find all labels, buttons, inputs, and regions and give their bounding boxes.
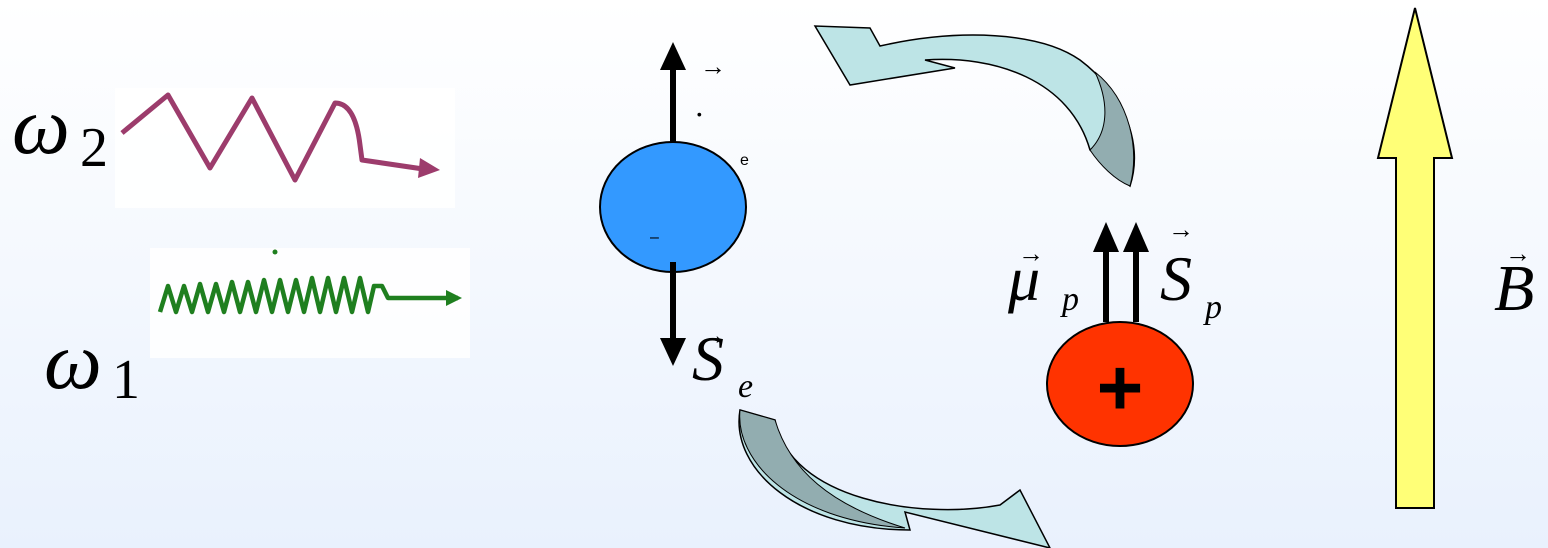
field-vector-arrow: →	[1505, 239, 1531, 268]
omega2-wave-arrowhead	[418, 158, 440, 178]
electron-sign: –	[650, 229, 659, 246]
electron-top-glyph: ·	[694, 96, 705, 132]
field-symbol: B	[1494, 252, 1534, 325]
electron-spin-subscript: e	[738, 368, 753, 405]
electron-top-vector-arrow: →	[700, 52, 726, 81]
omega2-wave	[115, 88, 455, 208]
proton-spin-arrowhead	[1123, 222, 1149, 252]
curved-arrow-top	[813, 25, 1136, 188]
omega1-wave-line	[157, 275, 458, 315]
magnetic-field-arrow	[1376, 7, 1454, 509]
omega1-wave-arrowhead	[446, 290, 462, 306]
electron-spin-vector-arrow: →	[700, 321, 726, 350]
proton-spin-symbol: S	[1160, 243, 1192, 314]
proton-moment-symbol: μ	[1007, 243, 1040, 314]
proton-spin-vector-arrow: →	[1168, 215, 1194, 244]
proton-moment-vector-arrow: →	[1018, 239, 1044, 268]
proton-moment-arrowhead	[1093, 222, 1119, 252]
proton-moment-subscript: p	[1060, 281, 1079, 318]
omega1-subscript: 1	[112, 349, 140, 411]
proton-sign: +	[1097, 343, 1144, 432]
omega1-wave	[150, 248, 470, 358]
proton-spin-subscript: p	[1203, 289, 1222, 326]
electron-spin-down-arrowhead	[660, 338, 686, 366]
omega2-symbol: ω	[12, 80, 70, 171]
electron-top-small-label: e	[740, 152, 749, 169]
proton-sphere	[1046, 321, 1194, 447]
omega2-subscript: 2	[80, 117, 108, 179]
omega1-symbol: ω	[44, 315, 102, 406]
omega2-wave-line	[120, 92, 431, 183]
electron-spin-up-arrowhead	[660, 42, 686, 70]
electron-sphere	[599, 141, 747, 273]
electron-spin-symbol: S	[692, 323, 724, 394]
curved-arrow-bottom	[738, 409, 1051, 548]
